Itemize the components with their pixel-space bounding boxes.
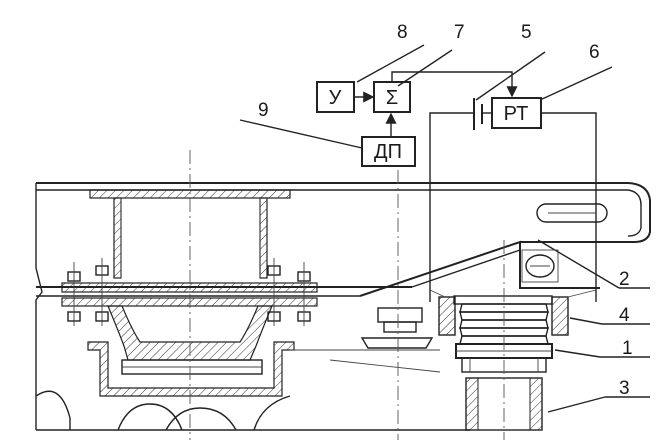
pin-hole (525, 254, 555, 278)
callout-5: 5 (521, 22, 532, 43)
sensor-block (361, 136, 416, 167)
sloped-bracket (359, 240, 600, 297)
callout-leaders (239, 44, 650, 413)
callout-4: 4 (619, 305, 630, 326)
callout-labels: 8 7 5 6 9 2 4 1 3 (258, 22, 633, 399)
amplifier-label: У (329, 87, 342, 109)
callout-1: 1 (622, 338, 633, 359)
lower-plate (61, 297, 318, 307)
callout-3: 3 (619, 378, 630, 399)
bellows-spring (453, 295, 553, 373)
column-web-right (259, 197, 268, 279)
wire-battery-left (429, 112, 474, 302)
wire-regulator-right (541, 112, 597, 302)
callout-8: 8 (397, 22, 408, 43)
bolts (67, 258, 311, 326)
frame-structure (35, 182, 651, 431)
pad-right (551, 296, 569, 336)
sensor-label: ДП (374, 141, 402, 163)
control-schematic: У Σ ДП РТ (316, 71, 597, 302)
pad-left (438, 296, 456, 336)
center-lines (189, 150, 505, 440)
frame-beam-top (36, 182, 651, 243)
base-plate (61, 282, 318, 293)
slot (536, 203, 608, 223)
signal-sum-to-regulator (391, 71, 518, 98)
middle-mechanism (290, 307, 441, 373)
callout-6: 6 (589, 42, 600, 63)
column-web-left (113, 197, 122, 279)
bottom-arches (35, 390, 291, 431)
callout-7: 7 (454, 22, 465, 43)
summator-label: Σ (386, 87, 398, 109)
callout-2: 2 (619, 269, 630, 290)
frame-left-edge (35, 183, 43, 430)
support-bowl (107, 305, 273, 361)
regulator-label: РТ (504, 103, 529, 125)
callout-9: 9 (258, 100, 269, 121)
